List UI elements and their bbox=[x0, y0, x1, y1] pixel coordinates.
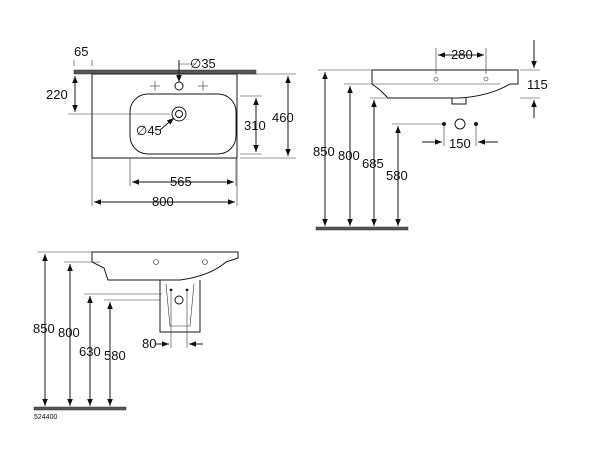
front-view: 80 850 800 630 580 524400 bbox=[33, 251, 239, 421]
dim-115: 115 bbox=[527, 77, 548, 92]
dim-front-630: 630 bbox=[79, 344, 101, 359]
dim-800: 800 bbox=[152, 194, 174, 209]
dim-front-800: 800 bbox=[58, 325, 80, 340]
dim-565: 565 bbox=[170, 174, 192, 189]
side-floor bbox=[315, 226, 409, 231]
dim-80: 80 bbox=[142, 336, 156, 351]
waste-outer-icon bbox=[171, 106, 187, 122]
dim-front-850: 850 bbox=[33, 321, 55, 336]
front-floor bbox=[33, 406, 127, 411]
dim-460: 460 bbox=[272, 110, 294, 125]
dim-280: 280 bbox=[451, 47, 473, 62]
dim-tap-diameter: ∅35 bbox=[190, 56, 216, 71]
front-outlet-icon bbox=[174, 295, 184, 305]
dim-310: 310 bbox=[244, 118, 266, 133]
basin-outline bbox=[91, 73, 238, 159]
waste-inner-icon bbox=[175, 110, 183, 118]
dim-front-580: 580 bbox=[104, 348, 126, 363]
dim-150: 150 bbox=[449, 136, 471, 151]
dim-220: 220 bbox=[46, 87, 68, 102]
dim-65: 65 bbox=[74, 44, 88, 59]
dim-side-685: 685 bbox=[362, 156, 384, 171]
tap-hole-icon bbox=[174, 81, 184, 91]
dim-side-850: 850 bbox=[313, 144, 335, 159]
dim-waste-diameter: ∅45 bbox=[136, 123, 162, 138]
side-basin-profile bbox=[371, 69, 519, 99]
side-view: 280 115 850 800 685 580 150 bbox=[313, 40, 548, 231]
tap-crosshairs bbox=[150, 81, 208, 91]
dim-side-580: 580 bbox=[386, 168, 408, 183]
top-view: 65 ∅35 220 ∅45 460 310 565 800 bbox=[46, 44, 296, 209]
side-outlet-icon bbox=[454, 118, 466, 130]
bowl-outline bbox=[129, 93, 237, 155]
semi-pedestal bbox=[159, 280, 201, 333]
top-wall-strip bbox=[73, 69, 257, 75]
front-basin-profile bbox=[91, 251, 239, 281]
side-waste bbox=[451, 98, 467, 105]
drawing-id: 524400 bbox=[34, 414, 57, 421]
dim-side-800: 800 bbox=[338, 148, 360, 163]
